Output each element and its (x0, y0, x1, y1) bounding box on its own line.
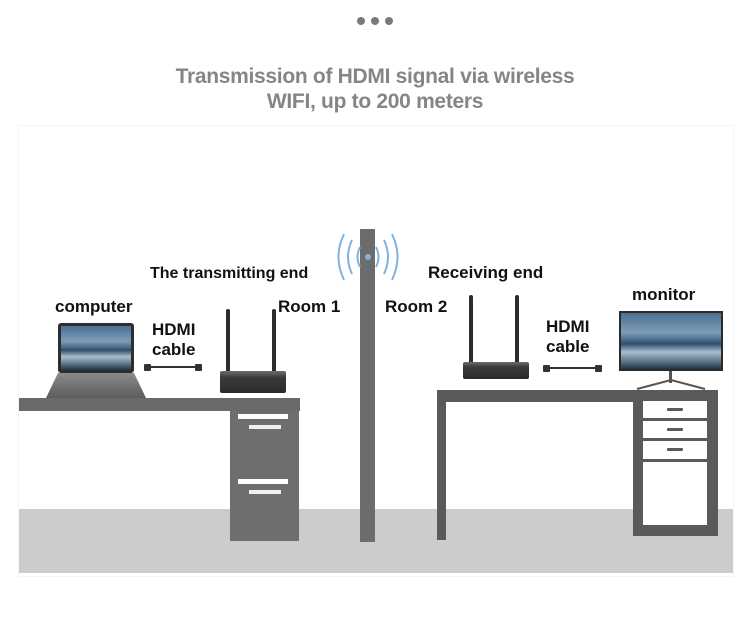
title-line-2: WIFI, up to 200 meters (266, 90, 484, 113)
title-line-1: Transmission of HDMI signal via wireless (175, 65, 575, 88)
drawer (643, 441, 707, 459)
wifi-signal-icon (337, 233, 399, 281)
desk-right-leg (437, 390, 446, 540)
drawer (643, 401, 707, 418)
floor (19, 509, 733, 573)
room-1-label: Room 1 (278, 297, 341, 316)
drawer-handle (667, 428, 683, 431)
drawer-handle (249, 490, 281, 494)
laptop-screen (61, 326, 131, 370)
monitor-screen (621, 313, 721, 369)
pagination-dots (355, 17, 395, 29)
drawer-handle (667, 448, 683, 451)
dot (385, 17, 393, 25)
wireless-transmitter (220, 371, 286, 393)
desk-drawer-unit (633, 390, 718, 536)
drawer-handle (667, 408, 683, 411)
room-2-label: Room 2 (385, 297, 448, 316)
computer-label: computer (55, 297, 133, 316)
antenna (272, 309, 276, 374)
transmitting-end-label: The transmitting end (150, 265, 309, 282)
diagram-title: Transmission of HDMI signal via wireless… (0, 64, 750, 114)
desk-left-top (19, 398, 300, 411)
wireless-receiver (463, 362, 529, 379)
laptop (58, 323, 134, 373)
filing-cabinet (230, 411, 299, 541)
drawer (643, 421, 707, 438)
drawer-handle (249, 425, 281, 429)
antenna (226, 309, 230, 374)
scene-panel (18, 125, 734, 577)
dot (371, 17, 379, 25)
hdmi-cable-label-right: HDMI cable (546, 317, 590, 356)
laptop-keyboard (46, 373, 146, 398)
dividing-wall (360, 229, 375, 542)
antenna (469, 295, 473, 365)
monitor-base (636, 379, 706, 390)
hdmi-cable-right (543, 364, 602, 372)
monitor-stand (669, 371, 672, 383)
cabinet-door (643, 462, 707, 525)
monitor-label: monitor (632, 285, 696, 304)
monitor (619, 311, 723, 371)
hdmi-cable-label-left: HDMI cable (152, 320, 196, 359)
antenna (515, 295, 519, 365)
hdmi-cable-left (144, 363, 202, 371)
dot (357, 17, 365, 25)
receiving-end-label: Receiving end (428, 263, 544, 282)
